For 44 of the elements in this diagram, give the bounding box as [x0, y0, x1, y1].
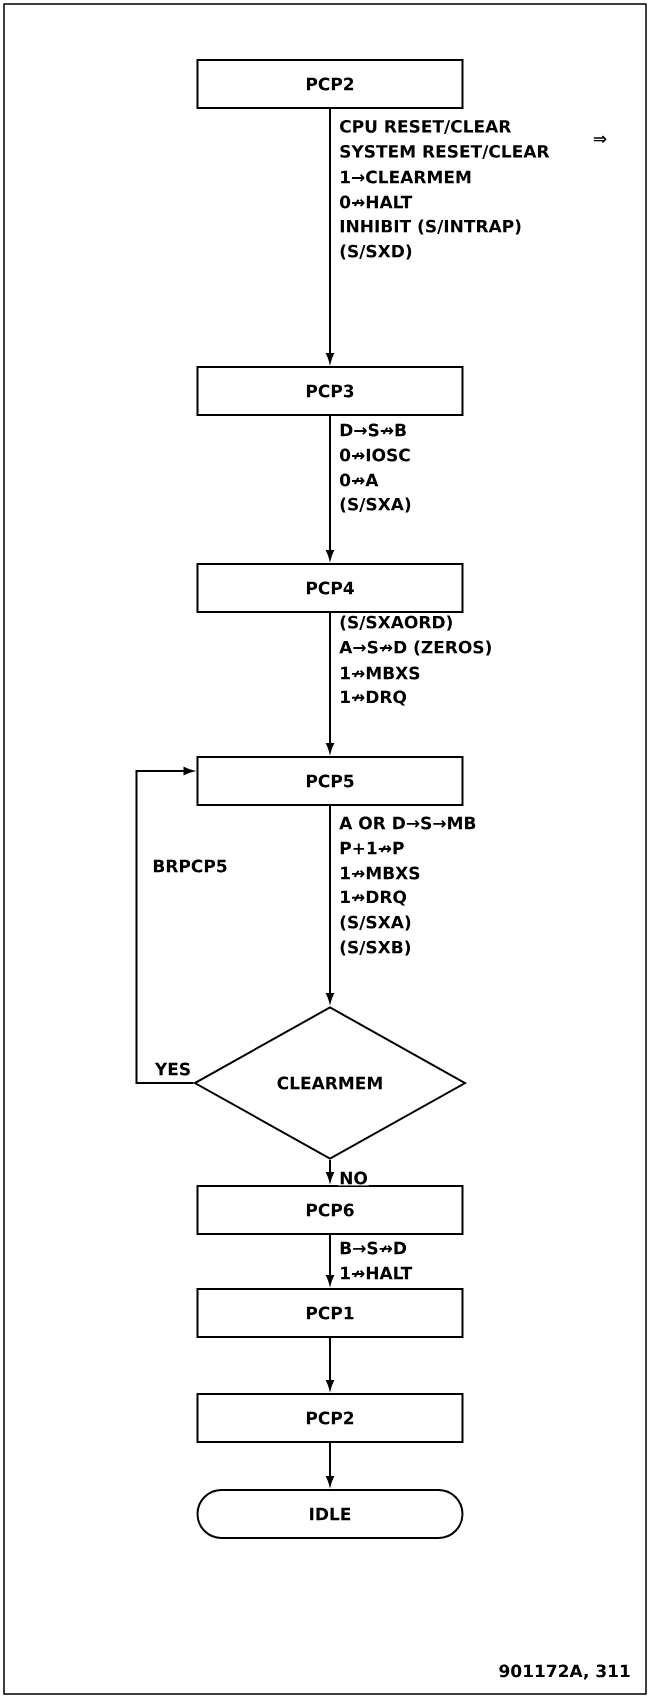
process-box: PCP1 — [196, 1288, 464, 1338]
transfer-label: 0↛A — [340, 473, 379, 487]
arrow — [326, 1442, 334, 1486]
transfer-label: CPU RESET/CLEAR — [340, 119, 512, 135]
process-box: PCP5 — [196, 756, 464, 806]
transfer-label: 0↛IOSC — [340, 448, 410, 462]
transfer-label: (S/SXB) — [340, 940, 410, 956]
transfer-label: D→S↛B — [340, 423, 406, 437]
process-box: PCP3 — [196, 366, 464, 416]
arrow — [326, 612, 334, 753]
transfer-label: 1↛HALT — [341, 1266, 413, 1280]
arrow — [326, 1337, 334, 1390]
implies-symbol: ⇒ — [593, 135, 607, 144]
arrow — [326, 415, 334, 560]
transfer-label: B→S↛D — [340, 1241, 407, 1255]
arrow — [326, 108, 334, 363]
transfer-label: P+1↛P — [340, 841, 404, 855]
transfer-label: 1↛DRQ — [341, 690, 407, 706]
figure-number: 901172A, 311 — [499, 1664, 630, 1680]
process-box: PCP2 — [196, 59, 464, 109]
transfer-label: 1↛MBXS — [341, 666, 420, 680]
transfer-label: 1↛MBXS — [341, 866, 420, 880]
arrow — [326, 1234, 334, 1285]
arrow — [326, 1159, 334, 1182]
process-box: PCP4 — [196, 563, 464, 613]
edge-label: YES — [153, 1061, 193, 1077]
transfer-label: INHIBIT (S/INTRAP) — [340, 219, 521, 235]
terminal-box: IDLE — [196, 1489, 464, 1539]
transfer-label: (S/SXA) — [340, 497, 411, 513]
process-box: PCP2 — [196, 1393, 464, 1443]
edge-label: NO — [338, 1170, 369, 1186]
transfer-label: (S/SXA) — [340, 915, 411, 931]
arrow — [135, 767, 195, 1084]
transfer-label: 1→CLEARMEM — [341, 170, 471, 184]
transfer-label: 1↛DRQ — [341, 890, 407, 906]
transfer-label: (S/SXAORD) — [340, 615, 452, 631]
transfer-label: SYSTEM RESET/CLEAR — [340, 144, 550, 160]
transfer-label: 0↛HALT — [340, 195, 413, 209]
transfer-label: BRPCP5 — [153, 859, 227, 873]
arrow — [326, 805, 334, 1003]
process-box: PCP6 — [196, 1185, 464, 1235]
transfer-label: (S/SXD) — [340, 244, 412, 260]
transfer-label: A OR D→S→MB — [339, 816, 476, 830]
transfer-label: A→S↛D (ZEROS) — [339, 640, 491, 656]
